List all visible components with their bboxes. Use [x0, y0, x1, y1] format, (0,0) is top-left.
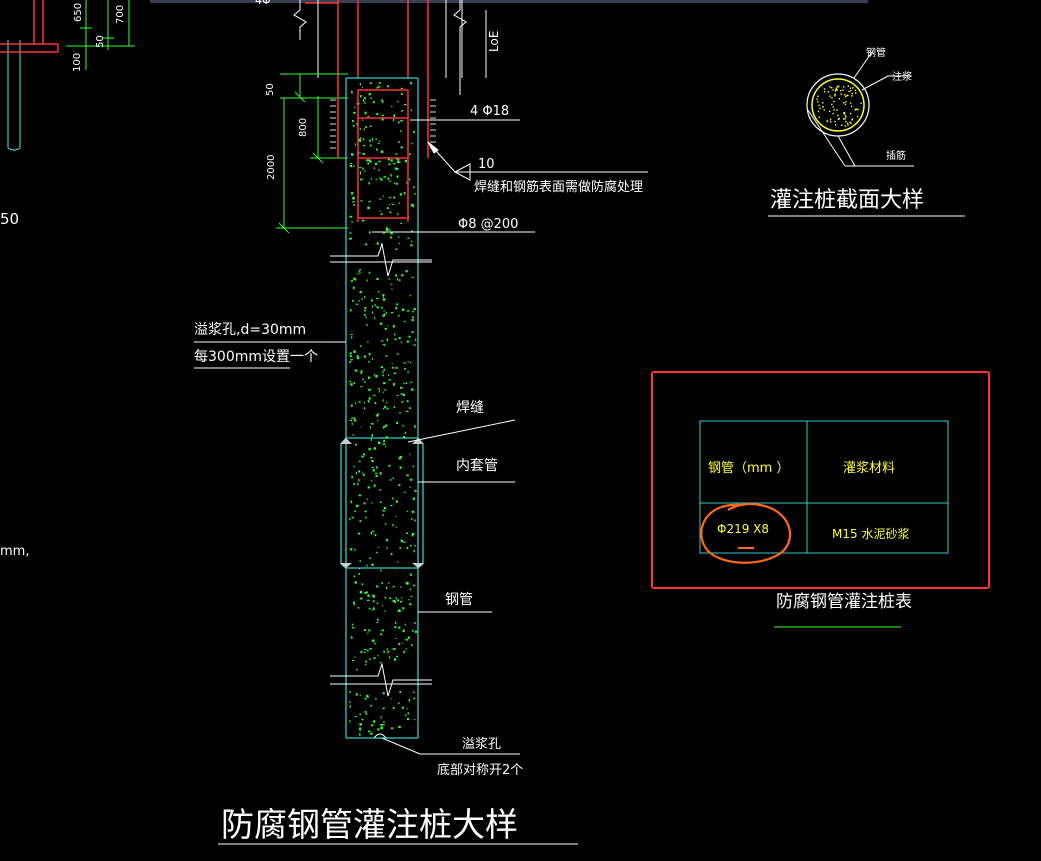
pile-label-stirrup: Φ8 @200: [458, 217, 518, 232]
hand-drawn-circle: [700, 502, 792, 564]
left-dim-50: 50: [95, 35, 106, 48]
pile-label-loe: LoE: [487, 31, 501, 52]
section-leaders: [768, 51, 965, 217]
left-label-50: 50: [0, 210, 19, 228]
pile-dimension-lines: [276, 73, 348, 234]
pile-label-weld-note: 焊缝和钢筋表面需做防腐处理: [474, 179, 643, 195]
table-header-steel-pipe: 钢管（mm ）: [708, 461, 789, 476]
section-inner-circle: [811, 78, 865, 132]
pile-label-rebar: 4 Φ18: [470, 104, 509, 119]
pile-leaders: [194, 119, 648, 845]
pile-top-label-partial: 4Φ: [255, 0, 271, 7]
pile-label-bottom-hole-note: 底部对称开2个: [437, 762, 523, 778]
section-detail-title: 灌注桩截面大样: [770, 188, 924, 213]
pile-detail: 4Φ LoE 50 800 2000: [194, 0, 648, 845]
left-label-mm: mm,: [0, 544, 29, 559]
concrete-fill: [349, 82, 418, 736]
pile-top-rebars: [305, 0, 429, 78]
pile-dim-50: 50: [265, 83, 276, 96]
pile-table: 钢管（mm ） 灌浆材料 Φ219 X8 M15 水泥砂浆 防腐钢管灌注桩表: [651, 371, 990, 628]
pile-label-weld: 焊缝: [456, 400, 484, 416]
table-grid: [699, 420, 949, 554]
pile-label-weld-num: 10: [478, 157, 495, 172]
pile-break-lines: [330, 242, 432, 697]
table-title: 防腐钢管灌注桩表: [776, 592, 912, 612]
pile-label-bottom-hole: 溢浆孔: [462, 737, 501, 752]
section-detail: 钢管 注浆 插筋 灌注桩截面大样: [768, 46, 965, 217]
section-label-grout: 注浆: [892, 70, 912, 83]
pile-label-grout-spacing: 每300mm设置一个: [194, 349, 318, 365]
table-cell-grout-material: M15 水泥砂浆: [832, 526, 909, 541]
section-label-steel-pipe: 钢管: [866, 46, 886, 59]
pile-weld-marks: [340, 438, 424, 568]
highlight-box: [651, 371, 990, 589]
section-grout-fill: [816, 85, 862, 127]
table-cell-steel-pipe: Φ219 X8: [717, 522, 769, 536]
pile-detail-title: 防腐钢管灌注桩大样: [221, 805, 518, 844]
left-fragment: 650 700 50 100 50 mm,: [0, 0, 135, 559]
pile-dim-800: 800: [298, 118, 309, 137]
pile-dim-2000: 2000: [266, 155, 277, 180]
left-dim-100: 100: [72, 53, 83, 72]
pile-rebar-cage: [337, 78, 429, 222]
left-dim-700: 700: [115, 5, 126, 24]
top-toolbar-edge: [150, 0, 868, 3]
table-header-grout-material: 灌浆材料: [843, 461, 895, 476]
left-dim-650: 650: [73, 3, 84, 22]
section-label-rebar: 插筋: [886, 149, 906, 162]
pile-label-grout-hole: 溢浆孔,d=30mm: [194, 322, 306, 338]
pile-label-inner-sleeve: 内套管: [456, 458, 498, 474]
pile-label-steel-pipe: 钢管: [445, 592, 473, 608]
